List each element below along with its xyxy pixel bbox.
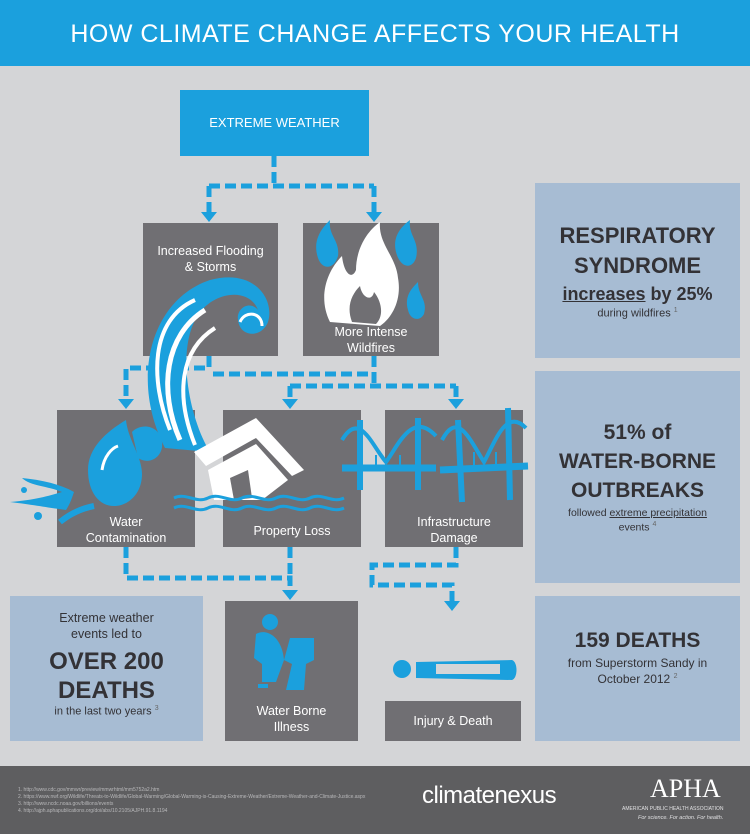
stat-respiratory-line4: during wildfires 1 bbox=[535, 307, 740, 320]
wildfires-label-1: More Intense bbox=[334, 325, 408, 339]
lying-person-icon bbox=[393, 660, 517, 680]
title-bar bbox=[0, 0, 750, 66]
water-contamination-label-2: Contamination bbox=[85, 531, 167, 545]
arrowheads bbox=[118, 212, 464, 611]
property-loss-label: Property Loss bbox=[253, 524, 331, 538]
stat-waterborne-line2: WATER-BORNE bbox=[558, 450, 717, 473]
stat-respiratory-line3: increases by 25% bbox=[535, 284, 740, 305]
stat-box-respiratory: RESPIRATORY SYNDROME increases by 25% du… bbox=[535, 183, 740, 358]
bridge-icon bbox=[340, 407, 529, 503]
stat-waterborne-events: events bbox=[618, 521, 650, 534]
footer: 1. http://www.cdc.gov/mmwr/preview/mmwrh… bbox=[0, 766, 750, 834]
stat-deaths-line2: events led to bbox=[71, 627, 142, 641]
extreme-weather-label: EXTREME WEATHER bbox=[209, 115, 340, 130]
stat-respiratory-line1: RESPIRATORY bbox=[559, 223, 716, 248]
page-title: HOW CLIMATE CHANGE AFFECTS YOUR HEALTH bbox=[70, 20, 680, 48]
fire-icon bbox=[316, 220, 425, 326]
stat-sandy-line3: October 2012 2 bbox=[535, 672, 740, 686]
infrastructure-label-1: Infrastructure bbox=[417, 515, 491, 529]
stat-waterborne-line4: followed extreme precipitation bbox=[535, 507, 740, 519]
wave-icon bbox=[147, 277, 270, 452]
apha-full-name: AMERICAN PUBLIC HEALTH ASSOCIATION bbox=[622, 806, 724, 812]
footnote-ref-1: 1 bbox=[673, 307, 678, 314]
stat-waterborne-line5: events 4 bbox=[535, 521, 740, 534]
apha-logo: APHA bbox=[650, 774, 721, 803]
stat-waterborne-line1: 51% of bbox=[603, 421, 672, 444]
stat-respiratory-line2: SYNDROME bbox=[573, 253, 702, 278]
water-borne-illness-label-2: Illness bbox=[273, 720, 310, 734]
diagram-connectors bbox=[10, 156, 529, 690]
stat-box-deaths: Extreme weather events led to OVER 200 D… bbox=[10, 596, 203, 741]
water-borne-illness-label-1: Water Borne bbox=[256, 704, 327, 718]
toilet-person-icon bbox=[254, 614, 314, 690]
stat-respiratory-increases: increases bbox=[562, 284, 646, 304]
water-drop-icon bbox=[10, 420, 163, 525]
apha-tagline: For science. For action. For health. bbox=[638, 815, 724, 821]
stat-respiratory-by: by 25% bbox=[645, 284, 713, 304]
flooding-label-2: & Storms bbox=[184, 260, 237, 274]
footnote-ref-4: 4 bbox=[652, 521, 657, 528]
flooding-label-1: Increased Flooding bbox=[157, 244, 264, 258]
stat-waterborne-followed: followed bbox=[568, 507, 610, 519]
stat-sandy-october: October 2012 bbox=[597, 672, 671, 686]
stat-deaths-line3: OVER 200 bbox=[49, 648, 164, 675]
house-icon bbox=[173, 418, 345, 512]
stat-sandy-line1: 159 DEATHS bbox=[574, 629, 701, 652]
injury-death-label: Injury & Death bbox=[413, 714, 493, 728]
injury-death-box bbox=[385, 701, 521, 741]
infrastructure-label-2: Damage bbox=[430, 531, 478, 545]
stat-box-sandy: 159 DEATHS from Superstorm Sandy in Octo… bbox=[535, 596, 740, 741]
footnote-1: 1. http://www.cdc.gov/mmwr/preview/mmwrh… bbox=[18, 787, 160, 793]
stat-waterborne-line3: OUTBREAKS bbox=[570, 479, 704, 502]
footnote-4: 4. http://ajph.aphapublications.org/doi/… bbox=[18, 808, 168, 814]
water-contamination-label-1: Water bbox=[109, 515, 143, 529]
stat-deaths-line5: in the last two years 3 bbox=[10, 705, 203, 718]
footnote-ref-2: 2 bbox=[673, 673, 678, 680]
footnote-ref-3: 3 bbox=[154, 705, 159, 712]
stat-sandy-line2: from Superstorm Sandy in bbox=[567, 656, 708, 670]
footnote-3: 3. http://www.ncdc.noaa.gov/billions/eve… bbox=[18, 801, 114, 807]
footnote-2: 2. https://www.nwf.org/Wildlife/Threats-… bbox=[18, 794, 366, 800]
stat-deaths-line4: DEATHS bbox=[58, 677, 155, 704]
stat-box-waterborne: 51% of WATER-BORNE OUTBREAKS followed ex… bbox=[535, 371, 740, 583]
climatenexus-logo: climatenexus bbox=[422, 782, 557, 809]
stat-deaths-line1: Extreme weather bbox=[59, 611, 154, 625]
stat-respiratory-during: during wildfires bbox=[597, 307, 671, 320]
stat-waterborne-extreme: extreme precipitation bbox=[609, 507, 707, 519]
stat-deaths-last-two-years: in the last two years bbox=[54, 705, 152, 718]
extreme-weather-box: EXTREME WEATHER bbox=[180, 90, 369, 156]
wildfires-label-2: Wildfires bbox=[347, 341, 395, 355]
